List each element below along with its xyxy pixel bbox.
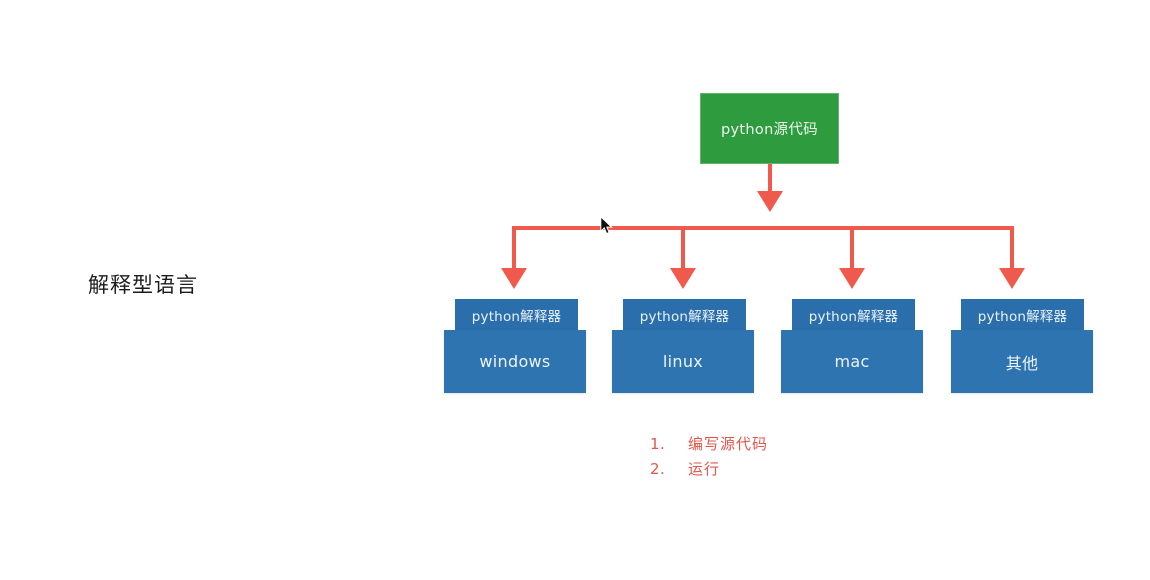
- connector-source-stem: [768, 164, 772, 194]
- node-interpreter-windows: python解释器: [455, 299, 578, 330]
- arrowhead-source: [757, 191, 783, 212]
- connector-branch-2: [681, 226, 685, 271]
- mouse-cursor-icon: [600, 215, 614, 236]
- node-interpreter-linux: python解释器: [623, 299, 746, 330]
- steps-list-item: 1. 编写源代码: [650, 433, 768, 458]
- node-os-linux: linux: [612, 330, 754, 393]
- connector-branch-4: [1010, 226, 1014, 271]
- arrowhead-branch-3: [839, 268, 865, 289]
- arrowhead-branch-1: [501, 268, 527, 289]
- node-python-source-label: python源代码: [721, 122, 818, 138]
- node-interpreter-other: python解释器: [961, 299, 1084, 330]
- connector-branch-1: [512, 226, 516, 271]
- node-python-source: python源代码: [700, 93, 839, 164]
- node-interpreter-windows-label: python解释器: [471, 308, 562, 325]
- node-os-other: 其他: [951, 330, 1093, 393]
- steps-list-item: 2. 运行: [650, 458, 768, 483]
- node-os-mac: mac: [781, 330, 923, 393]
- node-os-linux-label: linux: [662, 352, 704, 371]
- node-os-windows: windows: [444, 330, 586, 393]
- steps-list: 1. 编写源代码 2. 运行: [650, 433, 768, 483]
- node-os-windows-label: windows: [479, 352, 551, 371]
- step-number: 1.: [650, 435, 666, 453]
- node-os-mac-label: mac: [834, 352, 870, 371]
- step-number: 2.: [650, 460, 666, 478]
- node-interpreter-other-label: python解释器: [977, 308, 1068, 325]
- arrowhead-branch-4: [999, 268, 1025, 289]
- node-os-other-label: 其他: [1005, 353, 1039, 373]
- step-text: 编写源代码: [688, 435, 769, 453]
- connector-branch-3: [850, 226, 854, 271]
- node-interpreter-mac-label: python解释器: [808, 308, 899, 325]
- node-interpreter-linux-label: python解释器: [639, 308, 730, 325]
- diagram-side-label: 解释型语言: [88, 273, 198, 297]
- arrowhead-branch-2: [670, 268, 696, 289]
- node-interpreter-mac: python解释器: [792, 299, 915, 330]
- step-text: 运行: [688, 460, 721, 478]
- connector-trunk: [512, 226, 1014, 230]
